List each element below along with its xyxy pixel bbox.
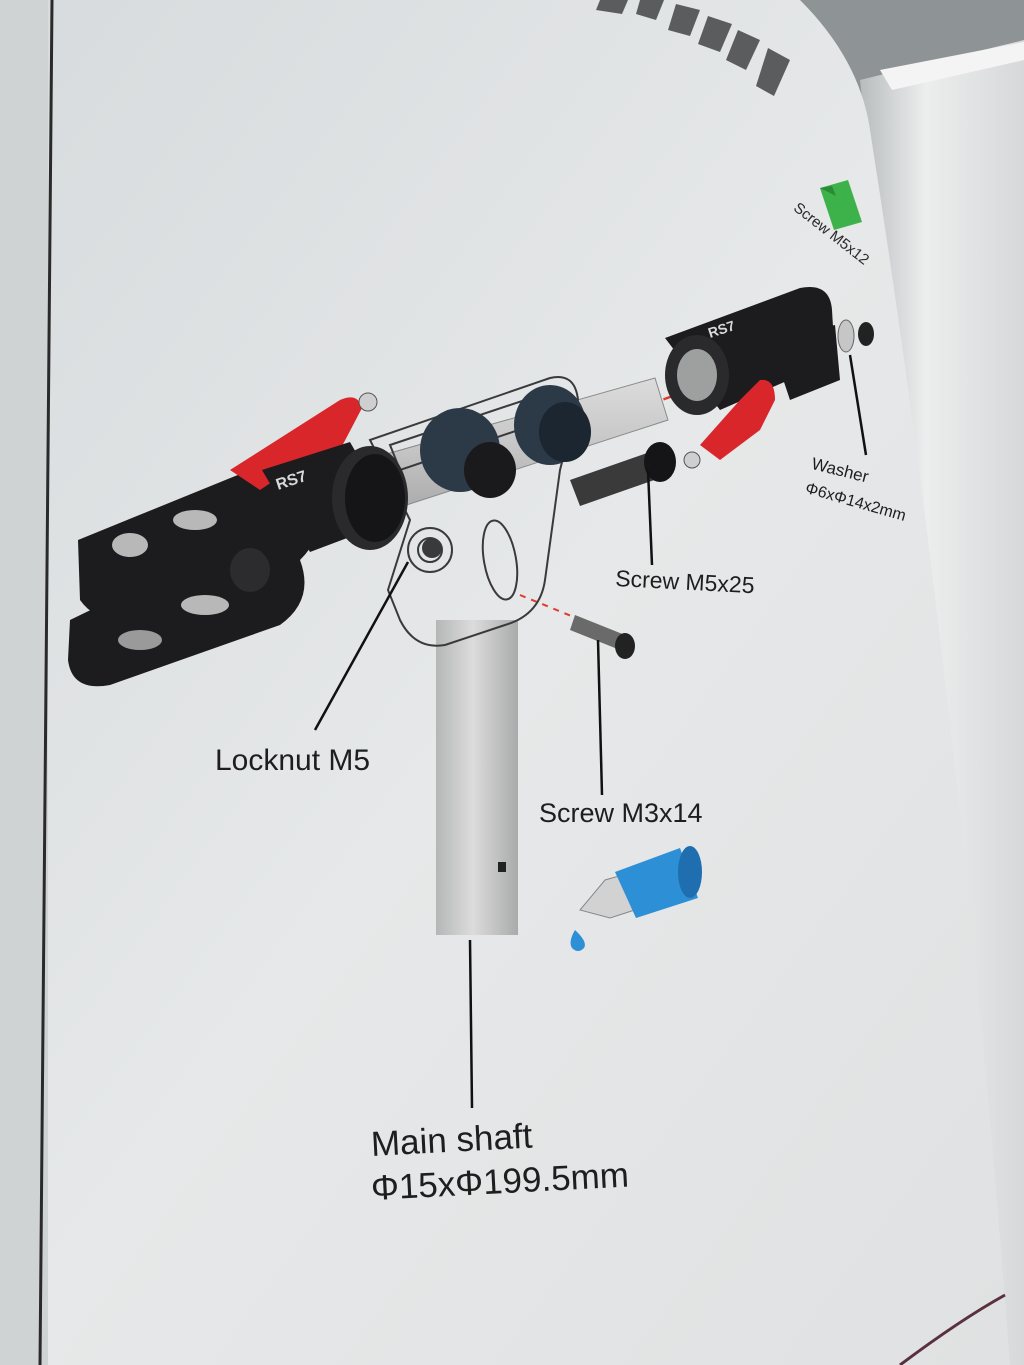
washer-part	[837, 319, 855, 353]
left-hub: RS7	[262, 442, 408, 552]
glue-drop-icon	[570, 930, 585, 951]
screw-m5x25-part	[570, 442, 676, 506]
bearing-rings	[420, 385, 591, 498]
right-hub: RS7	[665, 286, 840, 415]
screw-m3x14-part	[570, 615, 635, 659]
right-red-lever	[683, 379, 775, 469]
decorative-dashes	[596, 0, 790, 96]
label-screw-m3x14: Screw M3x14	[539, 798, 703, 828]
label-locknut-m5: Locknut M5	[215, 744, 371, 777]
left-red-lever	[230, 392, 378, 490]
leader-lines	[313, 354, 868, 1109]
left-fork-assembly	[68, 465, 323, 687]
screw-m5x12-part	[858, 322, 874, 346]
locknut-part	[422, 538, 442, 558]
main-shaft	[436, 620, 518, 935]
page-fold-line	[38, 0, 54, 1365]
thread-locker-bottle-icon	[579, 846, 702, 919]
